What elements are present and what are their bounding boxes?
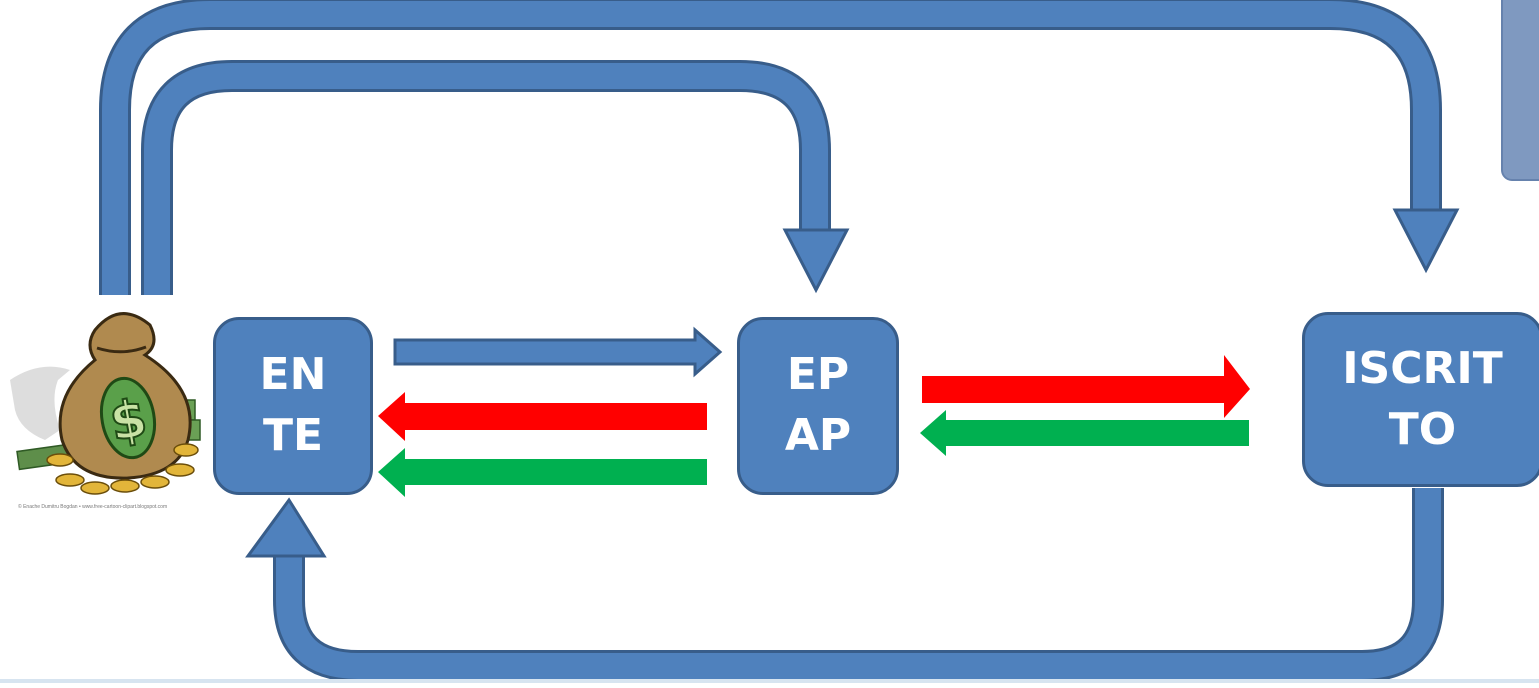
iscritto-to-ente-arrow — [245, 488, 1444, 682]
iscritto-to-epap-green-arrow — [920, 410, 1249, 456]
iscritto-label-line2: TO — [1388, 403, 1457, 455]
epap-label-line2: AP — [784, 410, 852, 461]
ente-box: EN TE — [213, 317, 373, 495]
money-to-epap-arrow — [141, 60, 850, 295]
illustration-credit: © Enache Dumitru Bogdan • www.free-carto… — [18, 504, 168, 510]
ente-label-line1: EN — [259, 349, 327, 401]
iscritto-label-line1: ISCRIT — [1342, 342, 1503, 394]
bottom-divider — [0, 679, 1539, 683]
ente-label-line2: TE — [262, 410, 324, 461]
epap-to-ente-green-arrow — [378, 448, 707, 497]
epap-to-ente-red-arrow — [378, 392, 707, 441]
epap-label-line1: EP — [786, 349, 850, 401]
iscritto-box: ISCRIT TO — [1302, 312, 1539, 487]
money-to-iscritto-arrow — [99, 0, 1460, 295]
ente-to-epap-blue-arrow — [393, 326, 723, 378]
offscreen-shape — [1501, 0, 1539, 181]
epap-box: EP AP — [737, 317, 899, 495]
epap-to-iscritto-red-arrow — [922, 355, 1250, 418]
money-bag-illustration: $ — [10, 312, 201, 495]
